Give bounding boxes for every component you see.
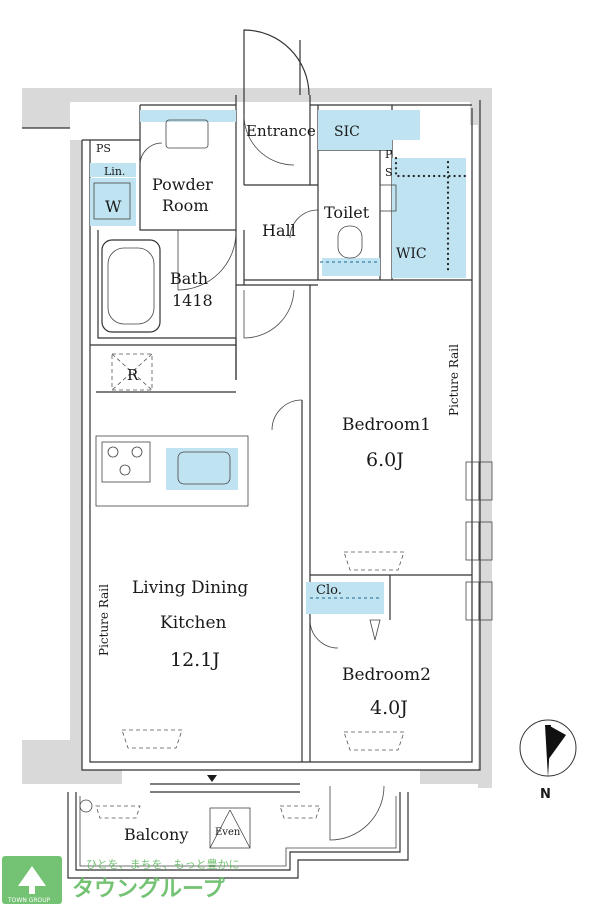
label-w: W: [105, 197, 122, 216]
doors: [139, 29, 385, 841]
label-picture-rail-right: Picture Rail: [447, 344, 461, 416]
logo-name: タウングループ: [72, 876, 226, 902]
company-logo: TOWN GROUP ひとを、まちを、もっと豊かに タウングループ: [2, 856, 240, 904]
cooktop: [101, 441, 151, 483]
label-bedroom1-size: 6.0J: [366, 449, 404, 471]
kitchen-sink: [177, 451, 231, 485]
label-hall: Hall: [262, 221, 296, 240]
fixtures: [93, 119, 405, 751]
balcony-area: [67, 775, 409, 879]
label-bedroom2-size: 4.0J: [370, 697, 408, 719]
label-refrigerator: R: [127, 366, 139, 384]
label-even: Even: [215, 827, 241, 838]
label-bath-2: 1418: [172, 291, 213, 310]
label-wic: WIC: [396, 246, 427, 262]
label-clo: Clo.: [316, 583, 342, 598]
compass: N: [519, 719, 577, 802]
label-toilet: Toilet: [324, 203, 370, 222]
storage-areas: [90, 110, 468, 614]
label-bedroom1: Bedroom1: [342, 415, 431, 435]
label-ldk-2: Kitchen: [160, 613, 226, 633]
label-ps-side-s: S: [385, 166, 393, 179]
washer: [93, 182, 131, 220]
label-ps-top: PS: [96, 142, 111, 155]
label-ldk-size: 12.1J: [170, 649, 220, 671]
label-ldk-1: Living Dining: [132, 578, 248, 598]
logo-tagline: ひとを、まちを、もっと豊かに: [86, 858, 240, 871]
logo-sub: TOWN GROUP: [7, 897, 51, 904]
label-bedroom2: Bedroom2: [342, 665, 431, 685]
outer-walls: [22, 88, 492, 788]
label-entrance: Entrance: [246, 122, 316, 140]
label-lin: Lin.: [104, 165, 125, 178]
room-labels: Entrance SIC PS P S Lin. W Powder Room H…: [96, 122, 461, 844]
label-balcony: Balcony: [124, 825, 188, 844]
label-powder-2: Room: [162, 196, 208, 215]
label-ps-side-p: P: [385, 148, 393, 161]
label-sic: SIC: [334, 124, 360, 140]
washbasin: [165, 119, 209, 149]
label-powder-1: Powder: [152, 175, 213, 194]
toilet-bowl: [337, 225, 363, 259]
bathtub: [101, 239, 161, 333]
compass-north-label: N: [540, 787, 551, 802]
label-picture-rail-left: Picture Rail: [97, 584, 111, 656]
label-bath-1: Bath: [170, 269, 208, 288]
